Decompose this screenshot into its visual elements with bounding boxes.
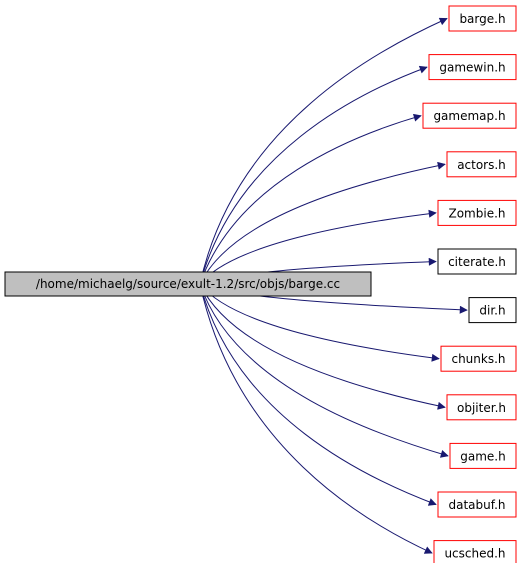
header-node-gamewin[interactable]: gamewin.h: [428, 54, 517, 81]
header-node-label: gamemap.h: [433, 109, 505, 123]
header-node-game[interactable]: game.h: [449, 442, 517, 469]
edge-to-zombie: [199, 209, 437, 285]
edge-to-databuf: [199, 283, 437, 506]
header-node-label: chunks.h: [451, 352, 505, 366]
header-node-databuf[interactable]: databuf.h: [437, 491, 517, 518]
edge-to-barge: [199, 17, 448, 285]
header-node-label: actors.h: [457, 158, 506, 172]
header-node-layer: barge.h gamewin.h gamemap.h actors.hZombie.…: [422, 5, 517, 563]
header-node-objiter[interactable]: objiter.h: [446, 394, 517, 421]
edge-to-actors: [199, 161, 446, 285]
header-node-box: [437, 491, 517, 518]
header-node-box: [468, 297, 517, 324]
header-node-box: [428, 54, 517, 81]
edge-to-objiter: [199, 283, 446, 410]
header-node-barge[interactable]: barge.h: [448, 5, 517, 32]
edge-to-chunks: [199, 283, 440, 362]
header-node-label: Zombie.h: [448, 206, 505, 220]
header-node-label: game.h: [460, 449, 505, 463]
header-node-label: objiter.h: [457, 401, 506, 415]
header-node-box: [449, 442, 517, 469]
header-node-label: dir.h: [479, 304, 505, 318]
header-node-box: [433, 540, 517, 563]
header-node-label: databuf.h: [448, 498, 505, 512]
edge-to-gamemap: [199, 113, 422, 285]
header-node-box: [437, 199, 517, 226]
header-node-ucsched[interactable]: ucsched.h: [433, 540, 517, 563]
root-node-label: /home/michaelg/source/exult-1.2/src/objs…: [36, 277, 340, 291]
header-node-gamemap[interactable]: gamemap.h: [422, 102, 517, 129]
edge-to-gamewin: [199, 65, 428, 285]
root-node[interactable]: /home/michaelg/source/exult-1.2/src/objs…: [4, 271, 372, 297]
header-node-actors[interactable]: actors.h: [446, 151, 517, 178]
header-node-box: [422, 102, 517, 129]
header-node-chunks[interactable]: chunks.h: [440, 345, 517, 372]
edge-to-game: [199, 283, 449, 458]
edge-to-ucsched: [199, 283, 433, 554]
header-node-citerate[interactable]: citerate.h: [437, 248, 517, 275]
header-node-label: citerate.h: [448, 255, 506, 269]
header-node-label: gamewin.h: [439, 61, 505, 75]
header-node-box: [446, 394, 517, 421]
header-node-label: ucsched.h: [444, 547, 505, 561]
header-node-box: [437, 248, 517, 275]
root-node-box: [4, 271, 372, 297]
header-node-zombie[interactable]: Zombie.h: [437, 199, 517, 226]
header-node-box: [448, 5, 517, 32]
header-node-box: [440, 345, 517, 372]
header-node-dir[interactable]: dir.h: [468, 297, 517, 324]
header-node-label: barge.h: [459, 12, 505, 26]
header-node-box: [446, 151, 517, 178]
